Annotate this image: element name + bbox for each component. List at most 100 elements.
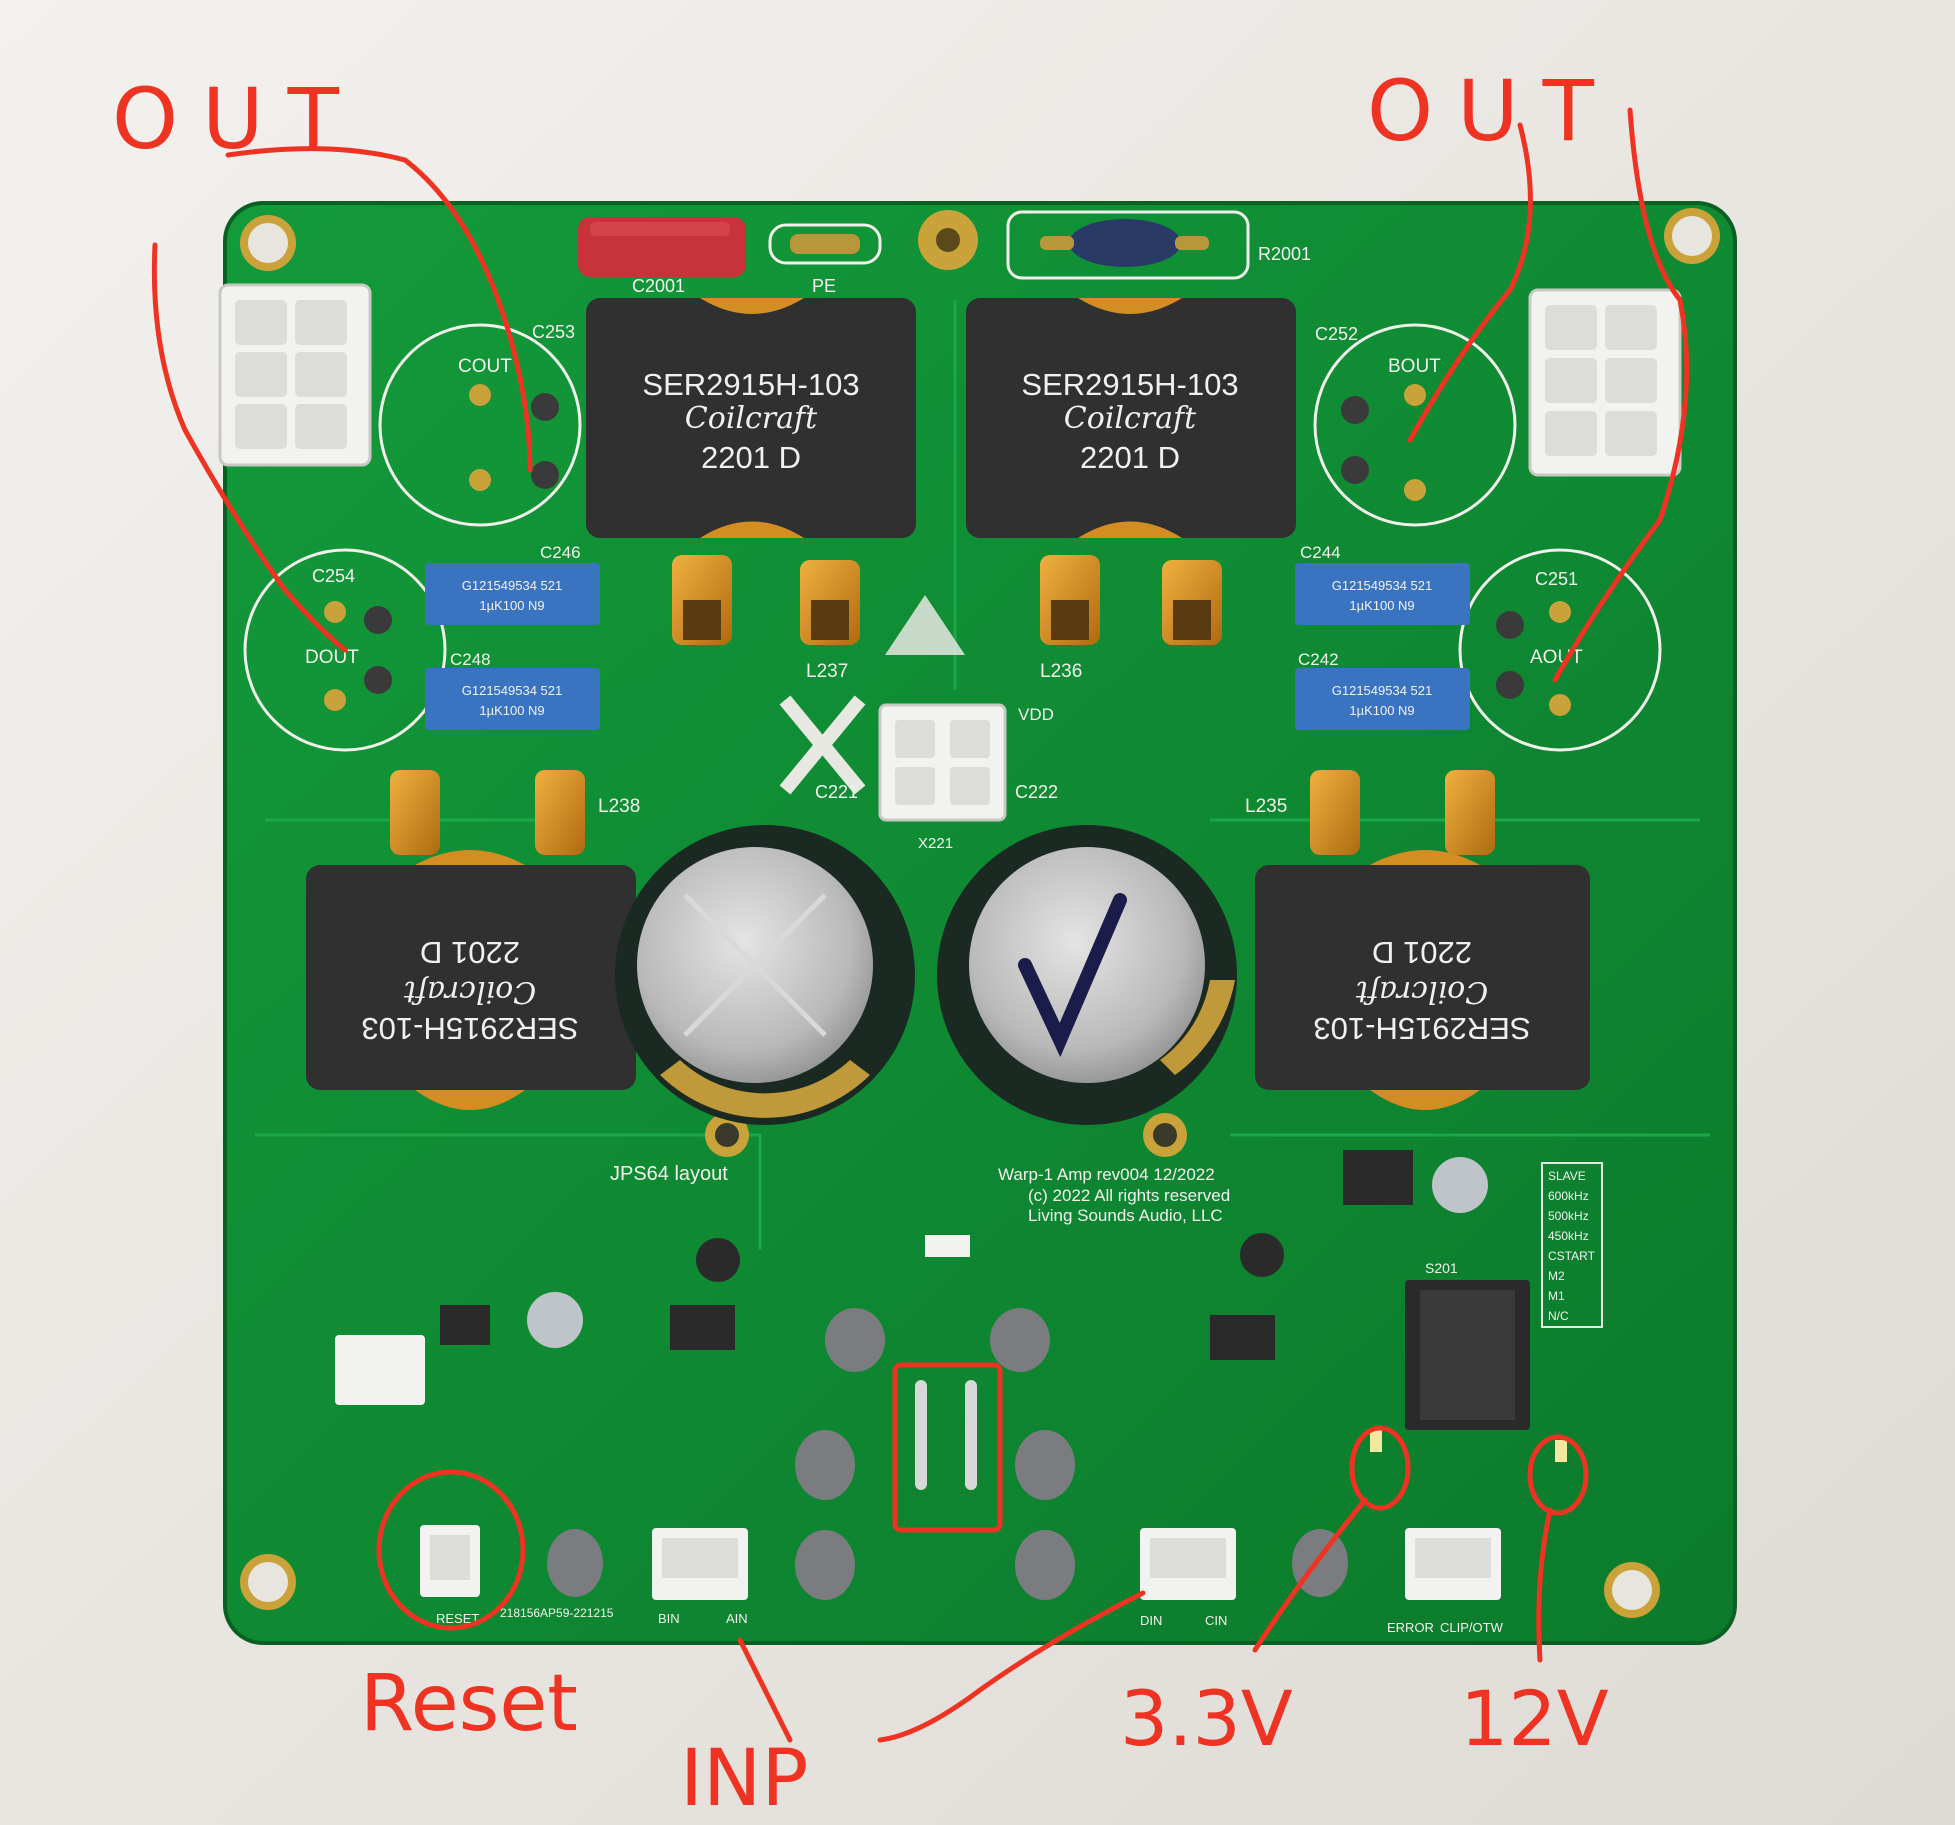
center-area: VDD C221 C222 X221 xyxy=(615,595,1237,1125)
label-l238: L238 xyxy=(598,796,640,817)
esd-warning-icon xyxy=(885,595,965,655)
label-c252: C252 xyxy=(1315,324,1358,344)
label-ain: AIN xyxy=(726,1611,748,1626)
label-l236: L236 xyxy=(1040,661,1082,682)
annotation-out-right: OUT xyxy=(1367,62,1618,160)
annotations: OUT OUT Reset INP 3.3V 12V xyxy=(112,62,1690,1824)
label-l235: L235 xyxy=(1245,796,1287,817)
label-dout: DOUT xyxy=(305,647,359,668)
label-din: DIN xyxy=(1140,1613,1162,1628)
label-l237: L237 xyxy=(806,661,848,682)
film-cap-line2: 1µK100 N9 xyxy=(1349,703,1414,718)
film-cap-line1: G121549534 521 xyxy=(462,683,562,698)
output-connector-left xyxy=(218,283,372,467)
label-reset: RESET xyxy=(436,1611,479,1626)
coil-part: SER2915H-103 xyxy=(1021,367,1238,402)
label-c248: C248 xyxy=(450,650,491,669)
input-connector-ab: BIN AIN xyxy=(652,1528,748,1626)
label-vdd: VDD xyxy=(1018,705,1054,724)
annotation-12v: 12V xyxy=(1460,1674,1609,1763)
coil-code: 2201 D xyxy=(701,440,801,475)
brand-logo-icon xyxy=(779,695,866,795)
label-r2001: R2001 xyxy=(1258,244,1311,264)
annotation-reset: Reset xyxy=(360,1659,578,1749)
label-c222: C222 xyxy=(1015,782,1058,802)
output-cap-aout: AOUT C251 xyxy=(1458,548,1662,752)
coil-code: 2201 D xyxy=(1080,440,1180,475)
label-copyright: (c) 2022 All rights reserved xyxy=(1028,1186,1230,1205)
label-c251: C251 xyxy=(1535,569,1578,589)
label-company: Living Sounds Audio, LLC xyxy=(1028,1206,1223,1225)
input-connector-dc: DIN CIN xyxy=(1140,1528,1236,1628)
reset-connector: RESET xyxy=(420,1525,480,1626)
film-cap-line1: G121549534 521 xyxy=(1332,683,1432,698)
top-components: C2001 PE R2001 xyxy=(578,210,1311,296)
output-cap-cout: COUT C253 xyxy=(378,322,582,527)
film-cap-line1: G121549534 521 xyxy=(1332,578,1432,593)
annotation-3-3v: 3.3V xyxy=(1120,1674,1293,1763)
label-c242: C242 xyxy=(1298,650,1339,669)
coil-bottom-right: SER2915H-103 Coilcraft 2201 D L235 xyxy=(1245,770,1590,1110)
coil-brand: Coilcraft xyxy=(685,401,818,436)
label-c253: C253 xyxy=(532,322,575,342)
label-c2001: C2001 xyxy=(632,276,685,296)
label-clip: CLIP/OTW xyxy=(1440,1620,1504,1635)
film-cap-line2: 1µK100 N9 xyxy=(1349,598,1414,613)
freq-item: M1 xyxy=(1548,1289,1565,1303)
freq-item: 500kHz xyxy=(1548,1209,1589,1223)
freq-item: 450kHz xyxy=(1548,1229,1589,1243)
coil-bottom-left: SER2915H-103 Coilcraft 2201 D L238 xyxy=(306,770,640,1110)
check-mark-icon xyxy=(1018,893,1127,1058)
label-bin: BIN xyxy=(658,1611,680,1626)
annotation-out-left: OUT xyxy=(112,70,363,168)
coil-part: SER2915H-103 xyxy=(361,1011,578,1046)
output-cap-dout: DOUT C254 xyxy=(243,548,447,752)
coil-code: 2201 D xyxy=(420,935,520,970)
label-layout: JPS64 layout xyxy=(610,1163,728,1185)
output-cap-bout: BOUT C252 xyxy=(1313,323,1517,527)
label-cout: COUT xyxy=(458,356,512,377)
label-title: Warp-1 Amp rev004 12/2022 xyxy=(998,1165,1215,1184)
coil-brand: Coilcraft xyxy=(1355,974,1488,1009)
freq-list-panel: SLAVE 600kHz 500kHz 450kHz CSTART M2 M1 … xyxy=(1541,1162,1603,1328)
freq-item: CSTART xyxy=(1548,1249,1596,1263)
film-cap-line1: G121549534 521 xyxy=(462,578,562,593)
label-cin: CIN xyxy=(1205,1613,1227,1628)
label-c246: C246 xyxy=(540,543,581,562)
dip-switch: S201 xyxy=(1405,1260,1530,1430)
label-c221: C221 xyxy=(815,782,858,802)
mounting-holes xyxy=(240,208,1720,1618)
film-cap-c248: G121549534 521 1µK100 N9 C248 xyxy=(425,650,600,730)
annotation-inp: INP xyxy=(680,1734,808,1824)
freq-item: SLAVE xyxy=(1548,1169,1586,1183)
label-c254: C254 xyxy=(312,566,355,586)
film-cap-c246: G121549534 521 1µK100 N9 C246 xyxy=(425,543,600,625)
bottom-connectors: RESET BIN AIN DIN CIN ERROR CLIP/OTW xyxy=(335,1335,1567,1635)
coil-brand: Coilcraft xyxy=(1064,401,1197,436)
label-serial: 218156AP59-221215 xyxy=(500,1606,614,1620)
output-connector-right xyxy=(1528,288,1682,477)
coil-top-left: SER2915H-103 Coilcraft 2201 D L237 xyxy=(586,298,916,682)
label-error: ERROR xyxy=(1387,1620,1434,1635)
freq-item: 600kHz xyxy=(1548,1189,1589,1203)
film-cap-line2: 1µK100 N9 xyxy=(479,703,544,718)
label-bout: BOUT xyxy=(1388,356,1441,377)
coil-brand: Coilcraft xyxy=(403,974,536,1009)
label-s201: S201 xyxy=(1425,1260,1458,1276)
coil-top-right: SER2915H-103 Coilcraft 2201 D L236 xyxy=(966,298,1296,682)
lower-components xyxy=(340,1150,1488,1600)
lower-silkscreen: JPS64 layout Warp-1 Amp rev004 12/2022 (… xyxy=(500,1163,1230,1620)
status-connector: ERROR CLIP/OTW xyxy=(1387,1528,1504,1635)
coil-part: SER2915H-103 xyxy=(1313,1011,1530,1046)
coil-code: 2201 D xyxy=(1372,935,1472,970)
label-x221: X221 xyxy=(918,835,953,852)
film-cap-c244: G121549534 521 1µK100 N9 C244 xyxy=(1295,543,1470,625)
coil-part: SER2915H-103 xyxy=(642,367,859,402)
label-c244: C244 xyxy=(1300,543,1341,562)
film-cap-c242: G121549534 521 1µK100 N9 C242 xyxy=(1295,650,1470,730)
film-cap-line2: 1µK100 N9 xyxy=(479,598,544,613)
freq-item: N/C xyxy=(1548,1309,1569,1323)
freq-item: M2 xyxy=(1548,1269,1565,1283)
label-pe: PE xyxy=(812,276,836,296)
